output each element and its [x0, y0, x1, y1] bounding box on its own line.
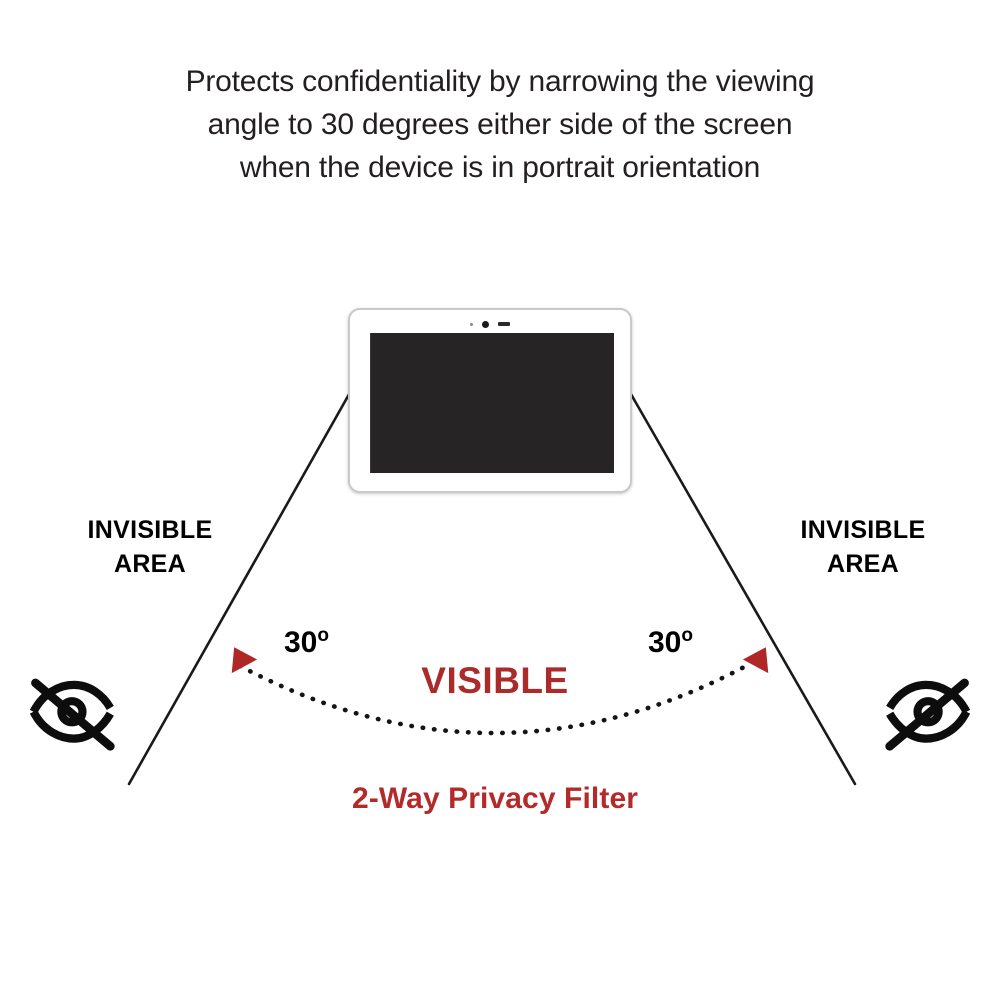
speaker-slot-icon	[498, 322, 510, 326]
headline-caption: Protects confidentiality by narrowing th…	[185, 65, 815, 184]
arrowhead-right	[742, 647, 769, 674]
invisible-area-label-right: INVISIBLE AREA	[800, 516, 926, 578]
eye-off-icon	[29, 678, 115, 751]
angle-value-right: 30	[648, 626, 682, 659]
visible-area-label: VISIBLE	[421, 660, 569, 701]
tablet-device	[348, 308, 632, 493]
tablet-sensor-row	[350, 320, 630, 328]
product-name-label: 2-Way Privacy Filter	[351, 782, 639, 815]
degree-symbol-right: o	[681, 625, 693, 646]
visible-angle-arc	[237, 663, 749, 736]
cone-edge-left	[127, 387, 354, 786]
arrowhead-left	[231, 647, 258, 674]
front-camera-icon	[482, 320, 489, 328]
angle-label-left: 30o	[284, 626, 329, 660]
sensor-dot-icon	[470, 322, 473, 326]
eye-off-icon	[885, 678, 971, 751]
invisible-area-label-left: INVISIBLE AREA	[87, 516, 213, 578]
cone-edge-right	[626, 387, 857, 786]
angle-value-left: 30	[284, 626, 318, 659]
angle-label-right: 30o	[648, 626, 693, 660]
degree-symbol-left: o	[317, 625, 329, 646]
tablet-screen	[370, 333, 614, 473]
